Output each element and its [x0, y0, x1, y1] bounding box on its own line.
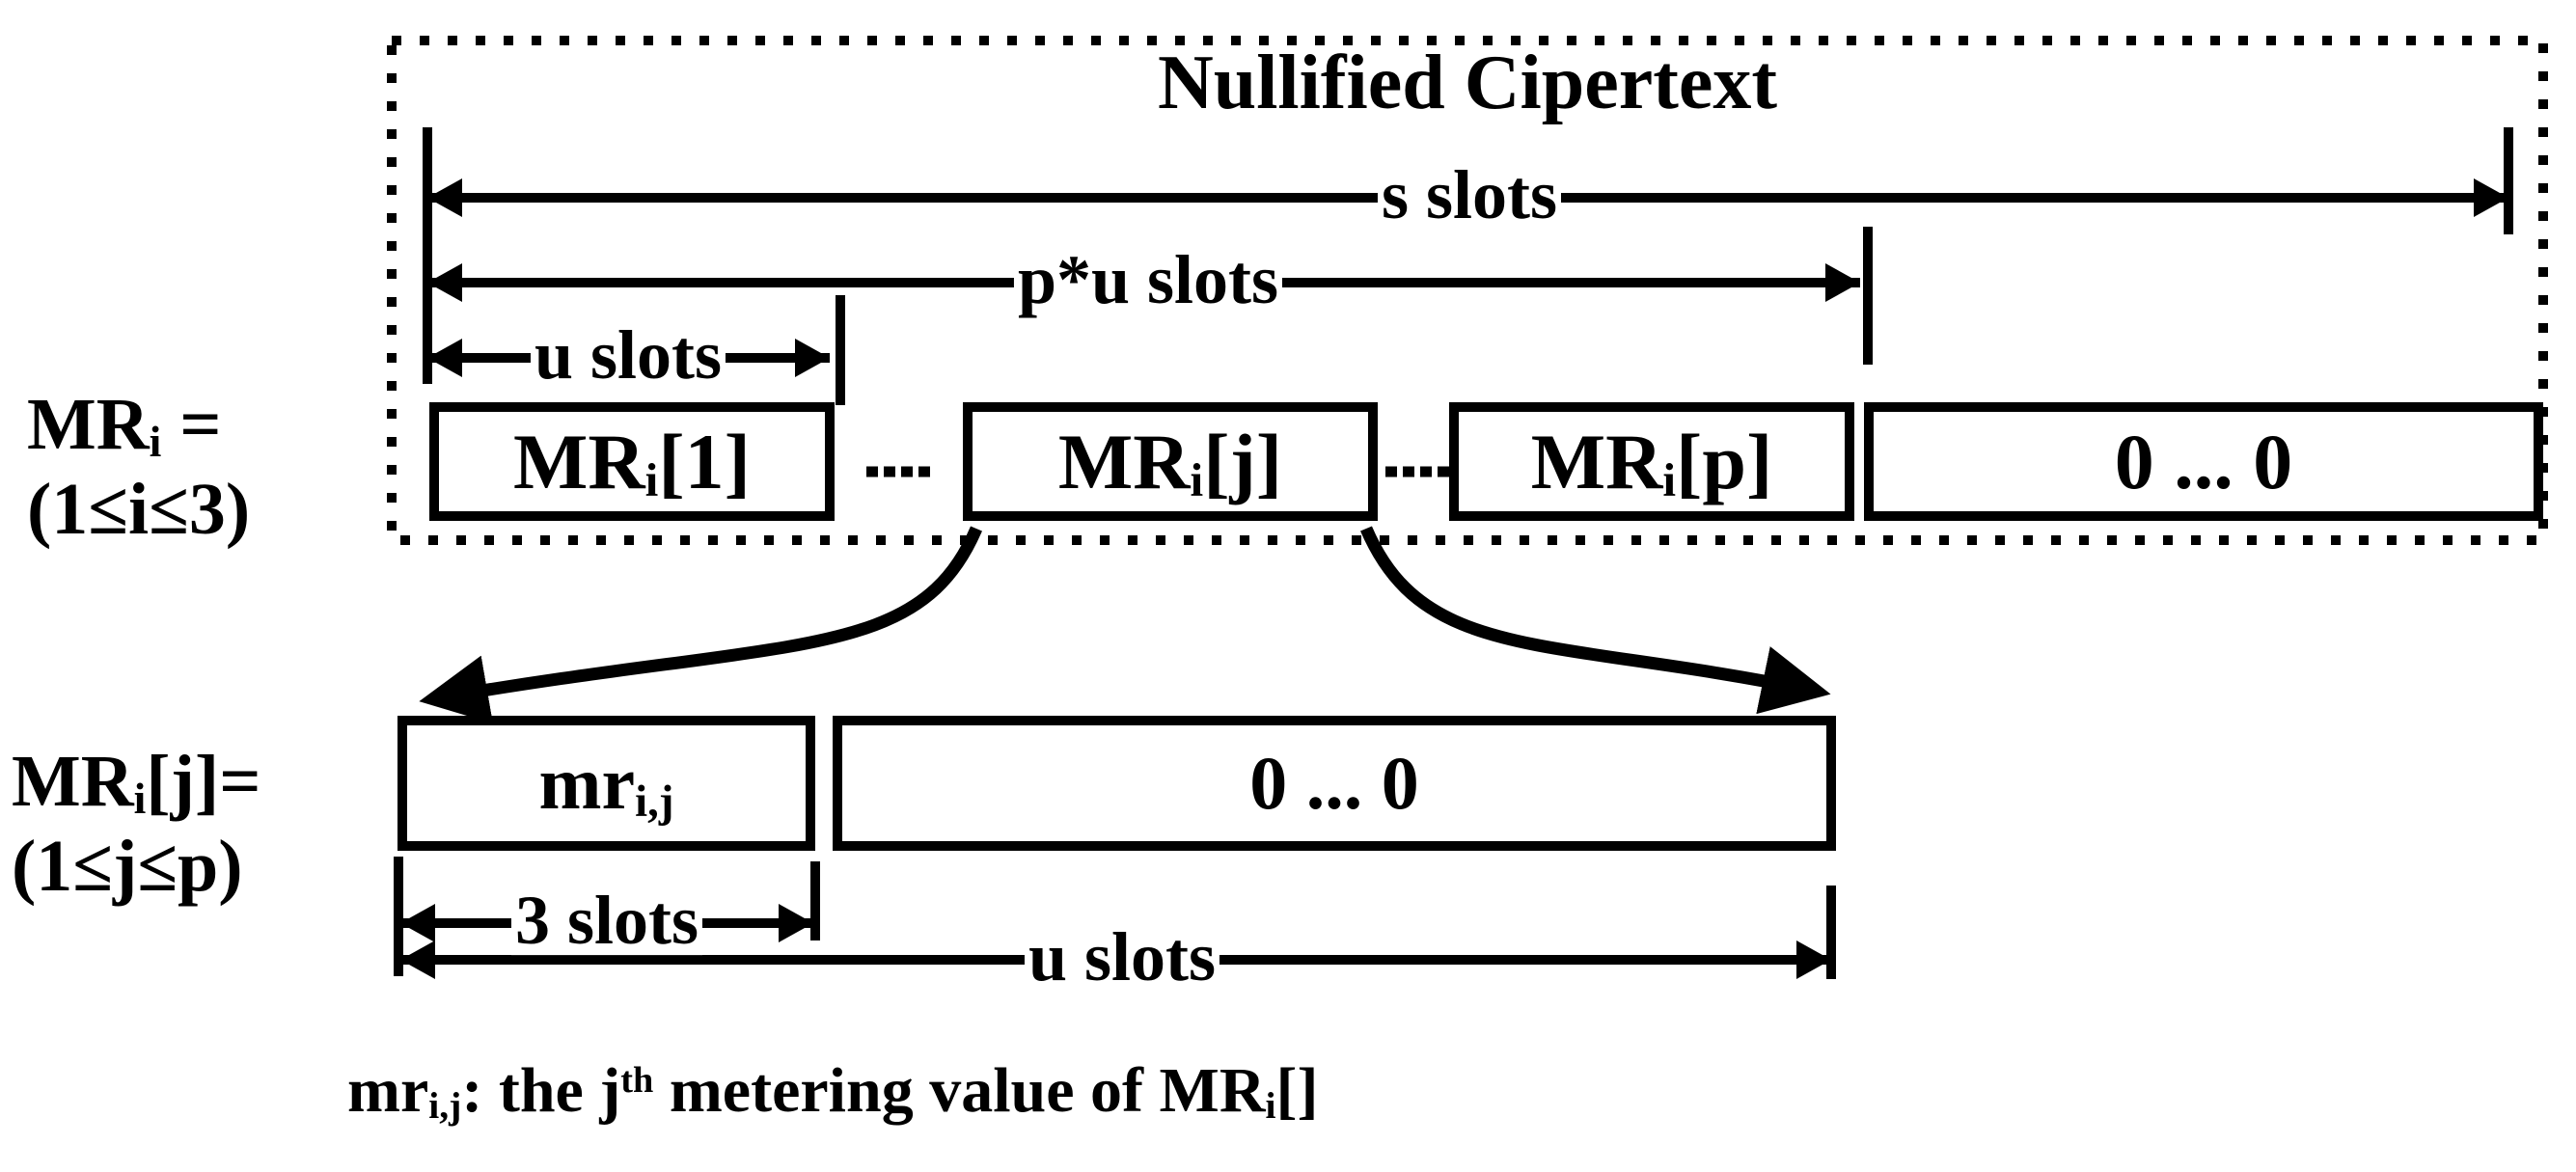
mr-i-definition-label: MRi = (1≤i≤3) — [27, 382, 250, 552]
mr-i-j-value-label: mri,j — [538, 741, 674, 828]
mr-i-1-label: MRi[1] — [513, 417, 751, 507]
mr-i-j-range: (1≤j≤p) — [12, 826, 243, 908]
mr-i-1-box: MRi[1] — [429, 402, 835, 521]
mr-i-range: (1≤i≤3) — [27, 469, 251, 551]
mr-i-p-label: MRi[p] — [1530, 417, 1773, 507]
funnel-arrow-right — [1360, 526, 1831, 715]
nullified-ciphertext-dotted-border — [387, 36, 2548, 545]
pu-slots-label: p*u slots — [1013, 245, 1283, 315]
zero-padding-box-top: 0 ... 0 — [1864, 402, 2543, 521]
mr-i-p-box: MRi[p] — [1449, 402, 1854, 521]
zero-padding-label-bottom: 0 ... 0 — [1249, 741, 1419, 825]
mr-i-j-equals: MRi[j]= — [12, 741, 261, 824]
expansion-funnel-arrows — [419, 526, 1831, 724]
three-slots-label: 3 slots — [510, 886, 703, 956]
mr-i-j-definition-label: MRi[j]= (1≤j≤p) — [12, 739, 261, 909]
u-slots-top-label: u slots — [530, 320, 726, 391]
funnel-arrow-left — [419, 526, 982, 724]
caption: mri,j: the jth metering value of MRi[] — [347, 1055, 1319, 1128]
u-slots-bottom-label: u slots — [1024, 922, 1220, 993]
nullified-ciphertext-title: Nullified Cipertext — [1157, 41, 1778, 125]
s-slots-label: s slots — [1377, 160, 1562, 231]
zero-padding-label-top: 0 ... 0 — [2114, 417, 2293, 505]
mr-i-j-value-box: mri,j — [397, 716, 815, 851]
zero-padding-box-bottom: 0 ... 0 — [833, 716, 1836, 851]
mr-i-j-label: MRi[j] — [1057, 417, 1283, 507]
mr-i-j-box: MRi[j] — [963, 402, 1378, 521]
mr-i-equals: MRi = — [27, 384, 222, 467]
